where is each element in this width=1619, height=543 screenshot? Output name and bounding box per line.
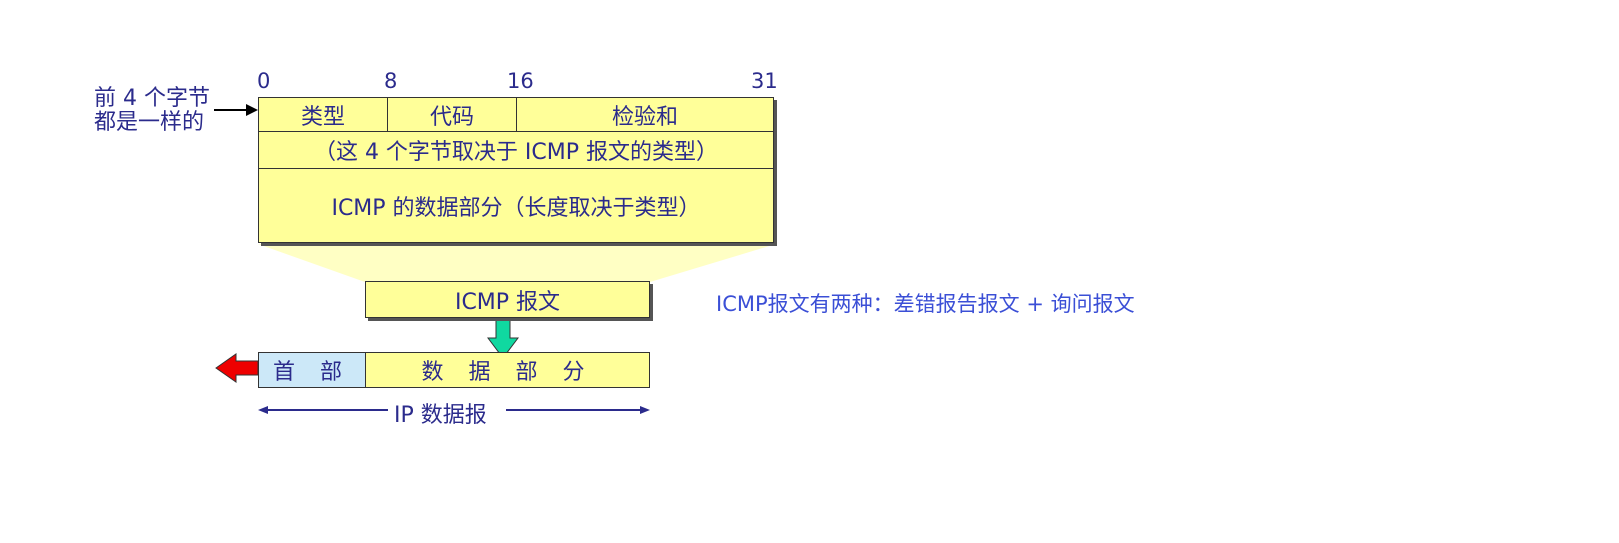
red-left-arrow-icon: [215, 353, 259, 383]
left-label-line2: 都是一样的: [94, 110, 205, 135]
field-type: 类型: [258, 97, 388, 132]
field-second-row: （这 4 个字节取决于 ICMP 报文的类型）: [258, 131, 774, 169]
ip-data-label: 数 据 部 分: [421, 360, 594, 385]
field-data-part: ICMP 的数据部分（长度取决于类型）: [258, 168, 774, 243]
ip-datagram-label: IP 数据报: [394, 403, 487, 428]
field-checksum: 检验和: [516, 97, 774, 132]
side-note: ICMP报文有两种：差错报告报文 + 询问报文: [716, 292, 1135, 316]
bit-position-8: 8: [384, 69, 398, 93]
left-label-line1: 前 4 个字节: [94, 86, 210, 111]
ip-header-label: 首 部: [273, 360, 351, 385]
bit-position-16: 16: [507, 69, 534, 93]
bit-position-0: 0: [257, 69, 271, 93]
green-down-arrow-icon: [487, 317, 519, 359]
field-code: 代码: [387, 97, 517, 132]
bit-position-31: 31: [751, 69, 778, 93]
ip-data-cell: 数 据 部 分: [365, 352, 650, 388]
funnel-shape: [258, 244, 776, 282]
ip-span-arrow-icon: [258, 406, 650, 414]
pointer-arrow-icon: [214, 104, 258, 116]
ip-header-cell: 首 部: [258, 352, 366, 388]
icmp-message-box: ICMP 报文: [365, 281, 650, 318]
